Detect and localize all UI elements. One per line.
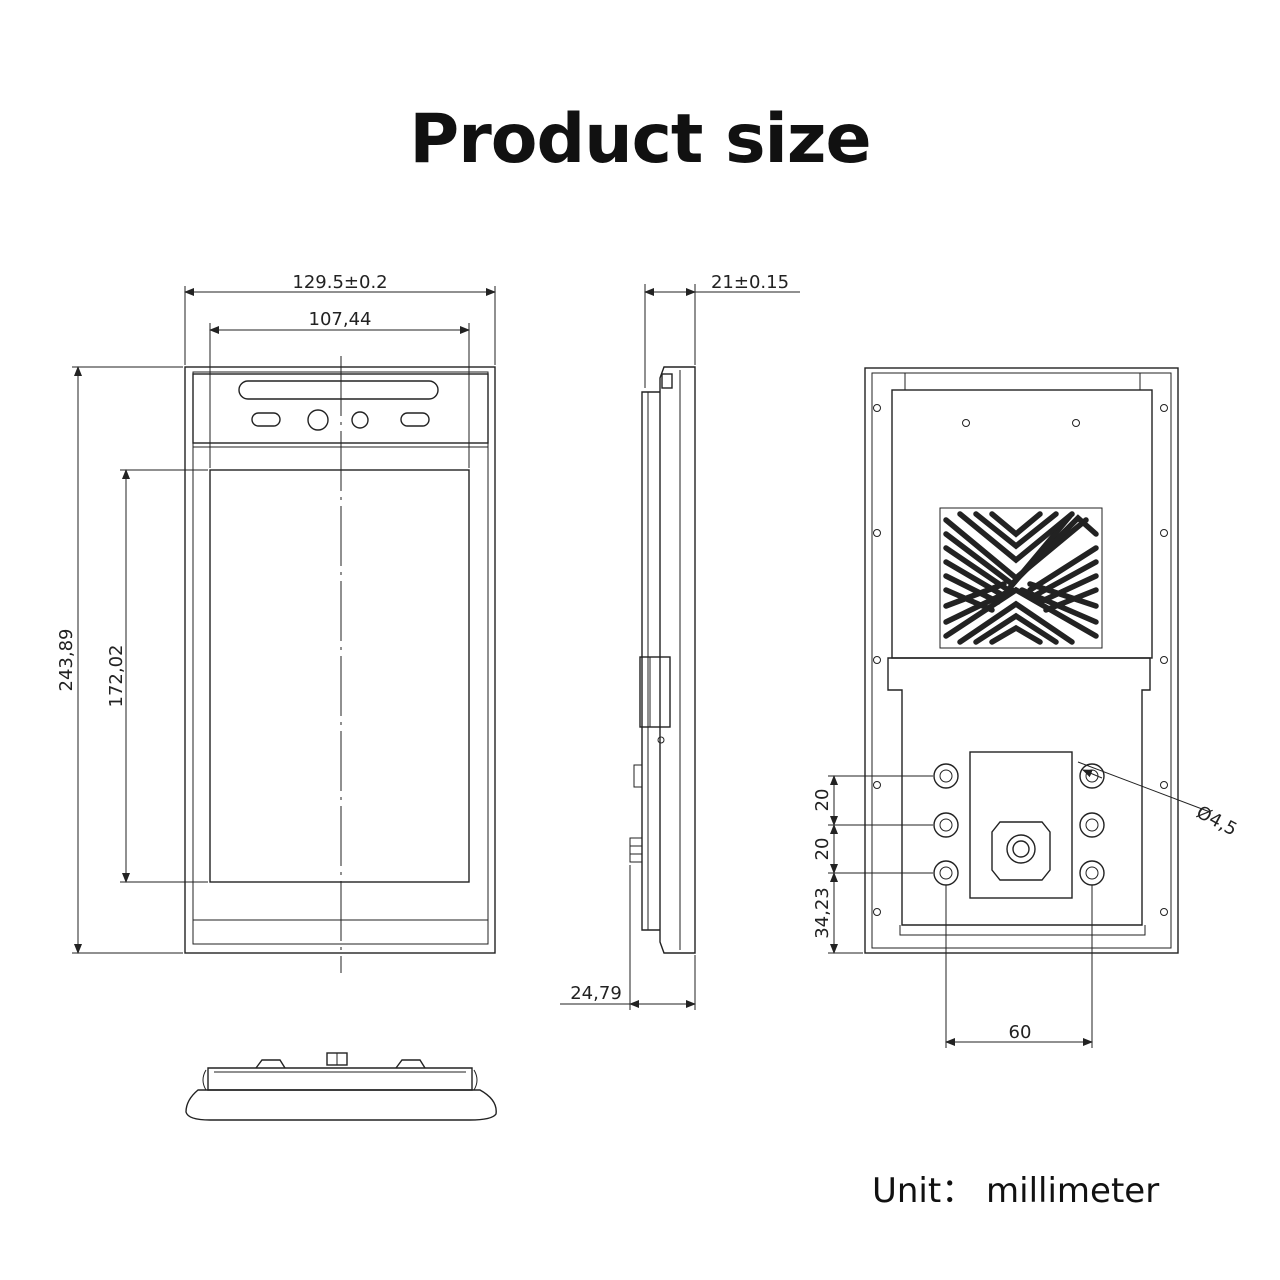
unit-note: Unit： millimeter [872, 1171, 1160, 1211]
dim-hole-diameter: Ø4,5 [1193, 802, 1241, 841]
dim-side-depth: 21±0.15 [711, 272, 789, 293]
page-title: Product size [409, 100, 871, 179]
frame-screws [873, 404, 1168, 916]
dim-total-height: 243,89 [56, 629, 77, 692]
front-view: 129.5±0.2 107,44 243,89 172,02 [56, 272, 496, 973]
back-view: 20 20 34,23 60 Ø4,5 [812, 367, 1241, 1048]
light-bar-icon [238, 380, 439, 400]
sensor-right-icon [400, 412, 430, 427]
dim-screen-width: 107,44 [309, 309, 372, 330]
mounting-holes [933, 763, 1105, 886]
dim-hole-horizontal-spacing: 60 [1009, 1022, 1032, 1043]
camera-secondary-icon [351, 411, 369, 429]
screen [209, 469, 470, 883]
dim-hole-bottom-offset: 34,23 [812, 887, 833, 939]
bottom-view [185, 1052, 497, 1121]
side-bracket [639, 656, 671, 728]
dim-hole-spacing-2: 20 [812, 838, 833, 861]
camera-icon [307, 409, 329, 431]
dim-side-total-depth: 24,79 [570, 983, 622, 1004]
cable-entry-icon [991, 821, 1051, 881]
sensor-left-icon [251, 412, 281, 427]
mount-plate [969, 751, 1073, 899]
side-connector [629, 837, 643, 863]
dim-front-width: 129.5±0.2 [292, 272, 387, 293]
side-view: 21±0.15 24,79 [560, 272, 800, 1010]
heatsink-icon [939, 507, 1103, 649]
dim-hole-spacing-1: 20 [812, 789, 833, 812]
dim-screen-height: 172,02 [106, 645, 127, 708]
